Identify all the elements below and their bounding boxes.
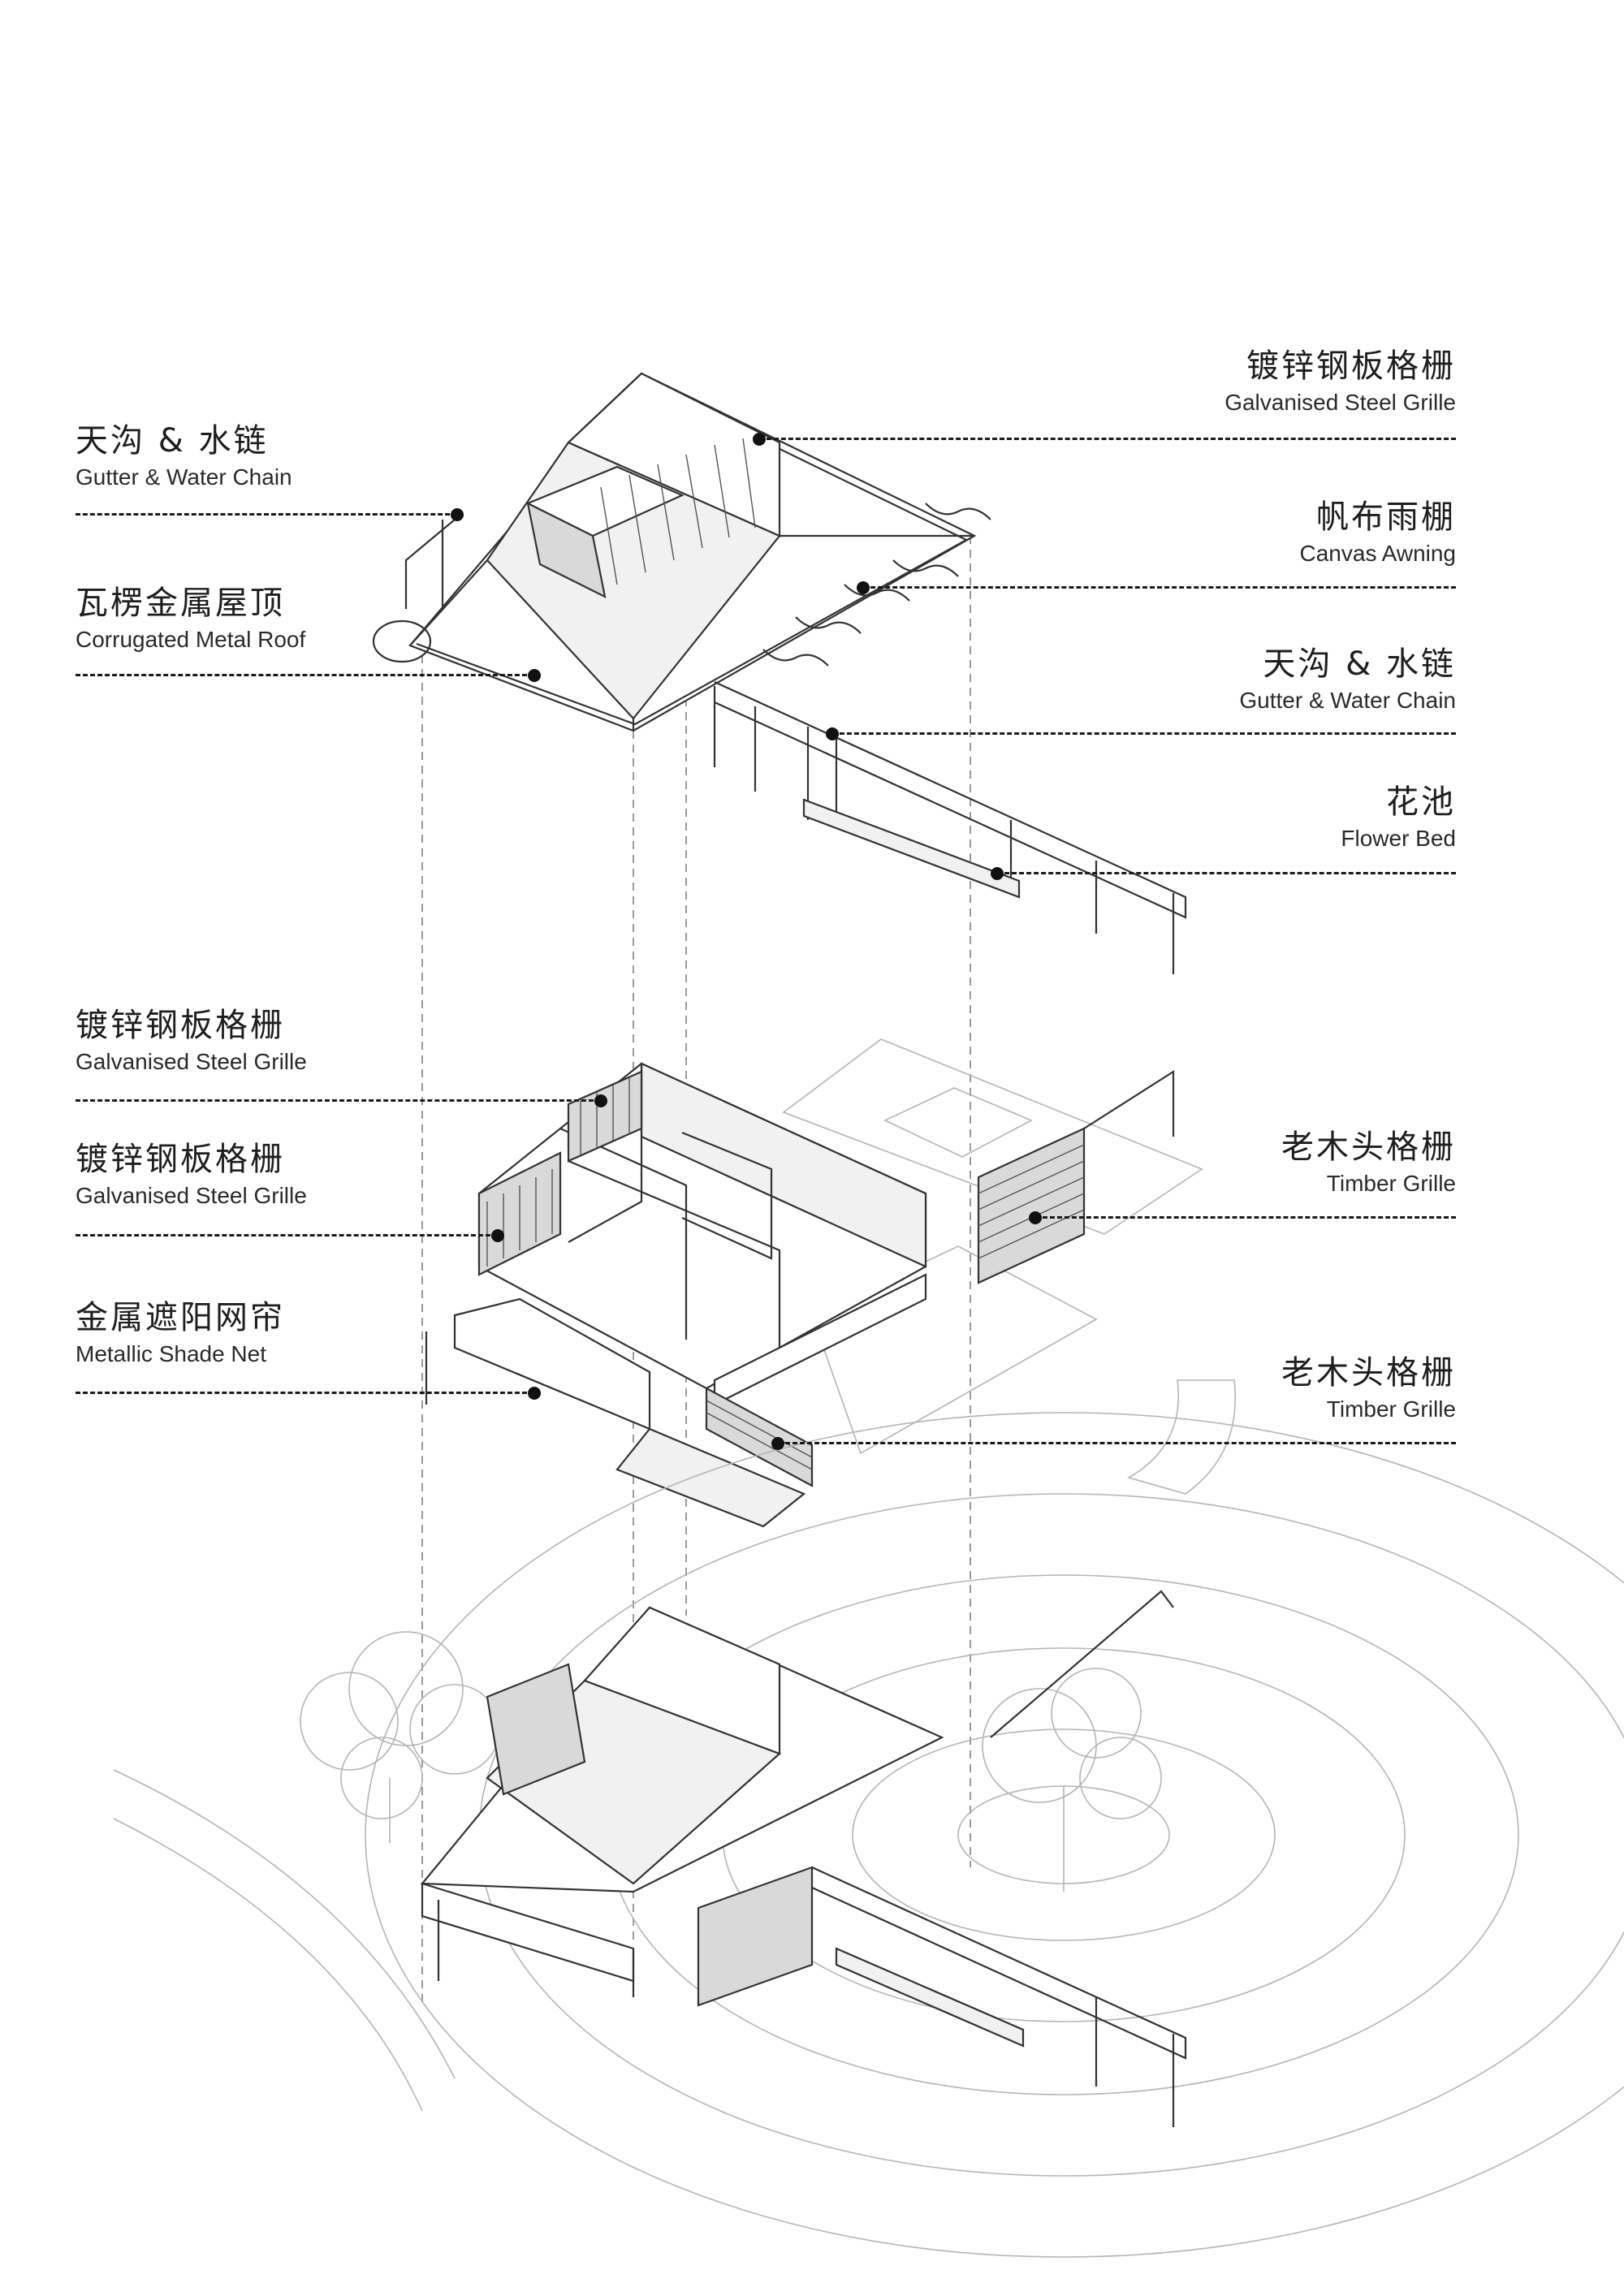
- timber-grille-screen-right: [977, 1069, 1175, 1284]
- label-zh: 老木头格栅: [1281, 1129, 1456, 1166]
- label-en: Flower Bed: [1341, 826, 1456, 851]
- label-zh: 帆布雨棚: [1316, 498, 1456, 536]
- plaza-rings: [113, 1379, 1624, 2258]
- steel-grille-panel-left: [477, 1151, 562, 1276]
- label-en: Galvanised Steel Grille: [76, 1049, 307, 1074]
- label-metallic-shade-net: 金属遮阳网帘 Metallic Shade Net: [76, 1299, 285, 1367]
- leader-line: [832, 732, 1456, 735]
- label-galvanised-steel-grille-mid-2: 镀锌钢板格栅 Galvanised Steel Grille: [76, 1141, 307, 1209]
- label-zh: 瓦楞金属屋顶: [76, 585, 285, 622]
- label-flower-bed: 花池 Flower Bed: [1341, 783, 1456, 852]
- label-galvanised-steel-grille-roof: 镀锌钢板格栅 Galvanised Steel Grille: [1224, 347, 1456, 416]
- label-en: Gutter & Water Chain: [1239, 688, 1456, 713]
- leader-dot: [857, 581, 870, 594]
- leader-line: [759, 438, 1456, 440]
- wall-layer: [425, 1038, 1203, 1528]
- label-galvanised-steel-grille-mid-1: 镀锌钢板格栅 Galvanised Steel Grille: [76, 1007, 307, 1075]
- leader-dot: [528, 669, 541, 682]
- label-timber-grille-1: 老木头格栅 Timber Grille: [1281, 1129, 1456, 1197]
- label-corrugated-metal-roof: 瓦楞金属屋顶 Corrugated Metal Roof: [76, 585, 305, 653]
- leader-dot: [753, 433, 766, 446]
- leader-dot: [451, 508, 464, 521]
- label-en: Metallic Shade Net: [76, 1341, 267, 1366]
- label-zh: 镀锌钢板格栅: [76, 1007, 285, 1044]
- leader-dot: [594, 1094, 607, 1107]
- leader-dot: [1029, 1211, 1042, 1224]
- steel-grille-panel-top: [567, 1070, 643, 1163]
- assembled-site-layer: [113, 1379, 1624, 2258]
- leader-dot: [991, 867, 1004, 880]
- label-zh: 金属遮阳网帘: [76, 1299, 285, 1336]
- label-zh: 天沟 & 水链: [1263, 645, 1456, 683]
- leader-dot: [771, 1437, 784, 1450]
- leader-line: [76, 513, 457, 516]
- label-en: Corrugated Metal Roof: [76, 627, 306, 652]
- leader-line: [997, 872, 1456, 874]
- label-en: Gutter & Water Chain: [76, 464, 292, 490]
- label-zh: 天沟 & 水链: [76, 422, 269, 460]
- leader-line: [863, 586, 1456, 589]
- label-en: Timber Grille: [1326, 1396, 1456, 1422]
- label-zh: 老木头格栅: [1281, 1354, 1456, 1392]
- leader-dot: [826, 727, 839, 740]
- tree-canopy-left: [300, 1631, 500, 1843]
- leader-line: [76, 674, 534, 676]
- label-gutter-water-chain-beam: 天沟 & 水链 Gutter & Water Chain: [1239, 645, 1456, 714]
- roof-grille-slats: [600, 438, 756, 585]
- roof-layer: [372, 372, 1187, 974]
- label-zh: 镀锌钢板格栅: [76, 1141, 285, 1178]
- leader-line: [778, 1442, 1456, 1444]
- label-gutter-water-chain-roof: 天沟 & 水链 Gutter & Water Chain: [76, 422, 292, 490]
- tree-canopy-right: [982, 1668, 1162, 1892]
- timber-grille-screen-front: [705, 1387, 814, 1487]
- leader-line: [76, 1234, 498, 1236]
- leader-dot: [528, 1387, 541, 1400]
- label-timber-grille-2: 老木头格栅 Timber Grille: [1281, 1354, 1456, 1422]
- label-en: Timber Grille: [1326, 1171, 1456, 1196]
- label-canvas-awning: 帆布雨棚 Canvas Awning: [1300, 498, 1457, 567]
- label-en: Galvanised Steel Grille: [1224, 390, 1456, 415]
- label-zh: 镀锌钢板格栅: [1246, 347, 1456, 385]
- leader-line: [1035, 1216, 1456, 1219]
- leader-dot: [491, 1229, 504, 1242]
- leader-line: [76, 1392, 534, 1394]
- label-en: Galvanised Steel Grille: [76, 1183, 307, 1208]
- leader-line: [76, 1099, 601, 1102]
- label-en: Canvas Awning: [1299, 541, 1457, 566]
- label-zh: 花池: [1386, 783, 1456, 821]
